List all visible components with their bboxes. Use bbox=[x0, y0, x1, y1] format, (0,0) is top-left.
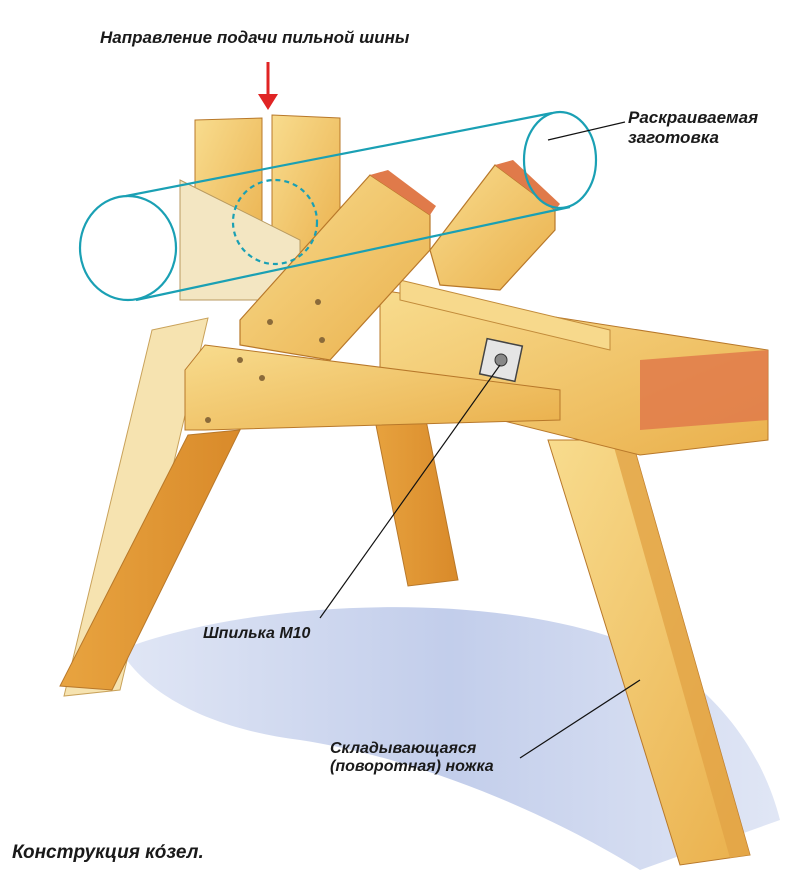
workpiece-label: Раскраиваемая заготовка bbox=[628, 108, 758, 147]
plate-top-edge-2 bbox=[495, 160, 560, 210]
feed-arrow bbox=[258, 62, 278, 110]
workpiece-cylinder bbox=[78, 110, 598, 302]
screw bbox=[259, 375, 265, 381]
screw bbox=[205, 417, 211, 423]
feed-direction-label: Направление подачи пильной шины bbox=[100, 28, 410, 47]
stud-nut bbox=[494, 353, 508, 367]
folding-leg-side bbox=[612, 440, 750, 858]
figure-caption: Конструкция ко́зел. bbox=[12, 842, 204, 863]
screw bbox=[315, 299, 321, 305]
beam-top-rail bbox=[399, 279, 611, 351]
folding-leg-label: Складывающаяся (поворотная) ножка bbox=[330, 740, 494, 777]
folding-leg-label-line2: (поворотная) ножка bbox=[330, 758, 494, 776]
leader-lines bbox=[319, 121, 641, 759]
lower-crossbar bbox=[184, 344, 561, 431]
screw bbox=[319, 337, 325, 343]
floor-shadow bbox=[120, 607, 780, 870]
folding-leg-label-line1: Складывающаяся bbox=[330, 740, 477, 757]
workpiece-label-line2: заготовка bbox=[628, 127, 719, 147]
workpiece-label-line1: Раскраиваемая bbox=[628, 108, 759, 127]
screw bbox=[237, 357, 243, 363]
screw bbox=[267, 319, 273, 325]
left-back-leg bbox=[63, 317, 209, 697]
stud-label: Шпилька М10 bbox=[203, 625, 311, 642]
left-front-leg bbox=[59, 429, 241, 691]
main-beam-end bbox=[640, 350, 768, 430]
plate-top-edge bbox=[370, 170, 436, 215]
